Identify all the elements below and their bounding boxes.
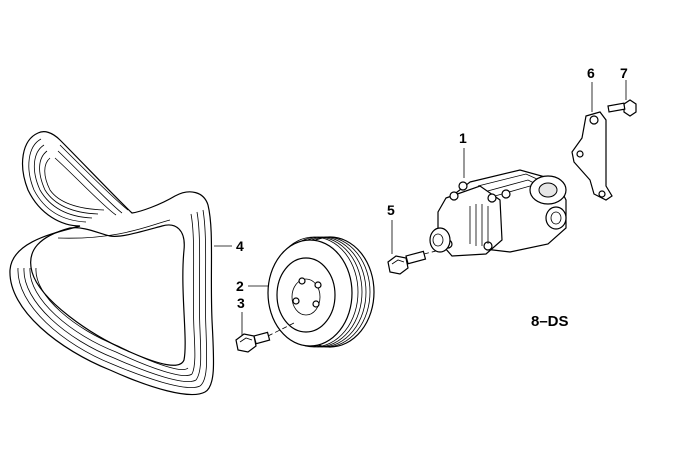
diagram-code: 8–DS [531,313,569,330]
callout-3: 3 [237,295,245,311]
callout-4: 4 [236,238,244,254]
power-steering-pump [429,169,567,257]
bracket-bolt [607,99,637,117]
callout-2: 2 [236,278,244,294]
mounting-bracket [571,111,613,201]
callout-5: 5 [387,202,395,218]
leader-lines [214,80,627,336]
pulley-bolt [235,321,297,353]
pump-bolt [387,249,441,275]
ribbed-belt [9,131,215,396]
callout-6: 6 [587,65,595,81]
callout-7: 7 [620,65,628,81]
belt-pulley [267,236,375,348]
callout-1: 1 [459,130,467,146]
